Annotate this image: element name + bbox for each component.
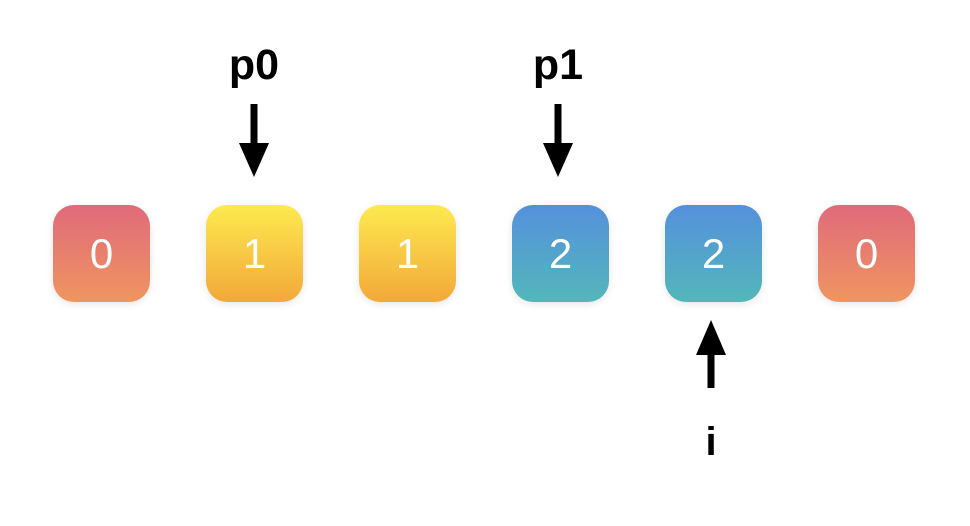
pointer-label-i: i xyxy=(705,420,717,464)
array-cell-0: 0 xyxy=(53,205,150,302)
pointer-label-p0: p0 xyxy=(228,41,280,89)
array-cell-1: 1 xyxy=(206,205,303,302)
pointer-label-p1: p1 xyxy=(532,41,584,89)
down-arrow-icon-p0 xyxy=(236,101,272,179)
up-arrow-icon-i xyxy=(693,318,729,390)
array-cell-2: 1 xyxy=(359,205,456,302)
array-cell-3: 2 xyxy=(512,205,609,302)
down-arrow-icon-p1 xyxy=(540,101,576,179)
array-cell-4: 2 xyxy=(665,205,762,302)
array-cell-5: 0 xyxy=(818,205,915,302)
